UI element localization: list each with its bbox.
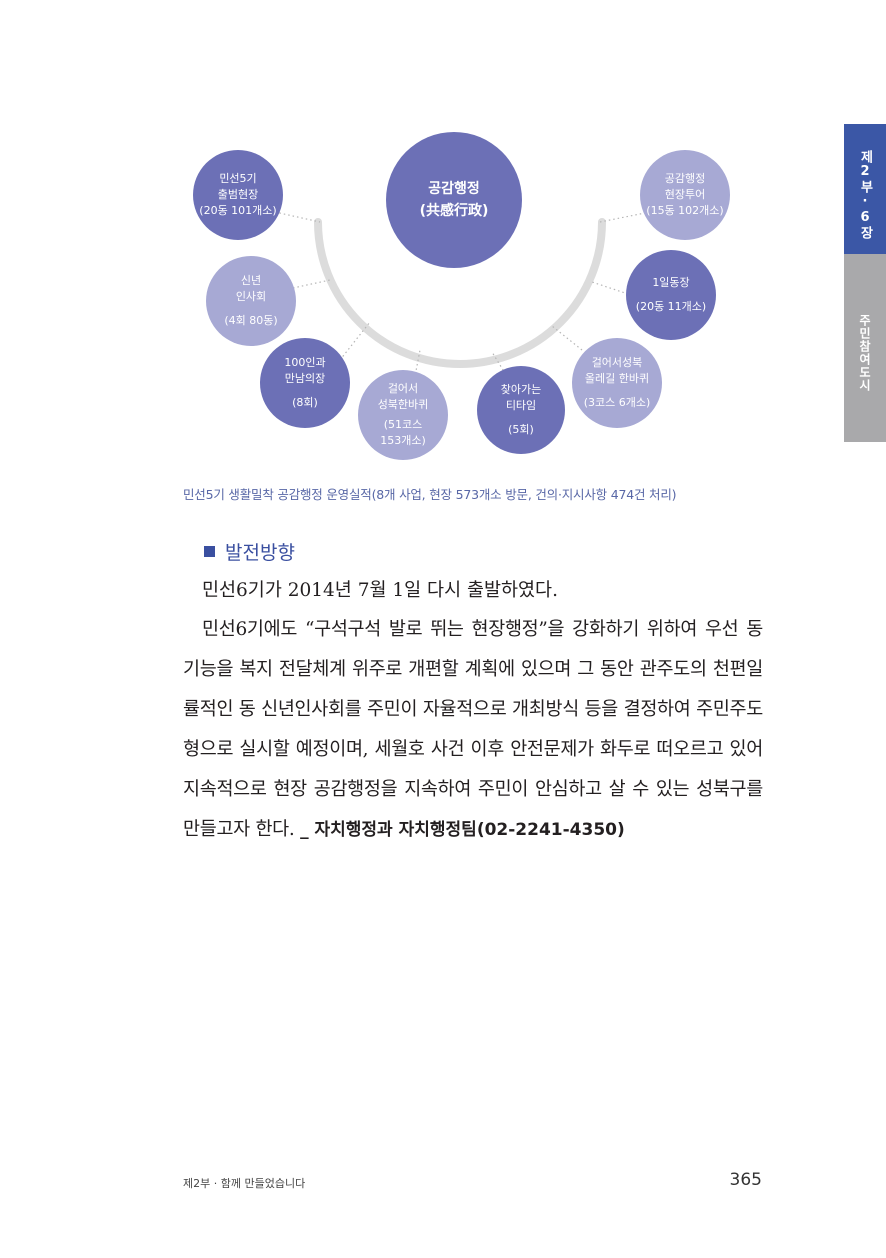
node-label: 찾아가는 xyxy=(500,383,542,396)
center-label: 공감행정 xyxy=(428,181,480,197)
paragraph-1: 민선6기가 2014년 7월 1일 다시 출발하였다. xyxy=(202,580,558,601)
node-label: 인사회 xyxy=(235,290,267,303)
node-label: (5회) xyxy=(508,423,534,436)
chapter-title-tab: 주민참여도시 xyxy=(844,254,886,442)
node-newyear: 신년 인사회 (4회 80동) xyxy=(206,256,296,346)
node-meeting100: 100인과 만남의장 (8회) xyxy=(260,338,350,428)
page-number: 365 xyxy=(729,1170,762,1190)
node-label: 올레길 한바퀴 xyxy=(584,372,650,385)
node-inauguration: 민선5기 출범현장 (20동 101개소) xyxy=(193,150,283,240)
connector-tour xyxy=(599,211,651,223)
node-label: 100인과 xyxy=(284,356,326,369)
connector-inauguration xyxy=(274,211,321,223)
node-label: (4회 80동) xyxy=(224,314,278,327)
performance-diagram: 공감행정 (共感行政) 민선5기 출범현장 (20동 101개소) 신년 인사회… xyxy=(0,0,886,470)
paragraph-2: 민선6기에도 “구석구석 발로 뛰는 현장행정”을 강화하기 위하여 우선 동 … xyxy=(183,610,763,850)
diagram-caption: 민선5기 생활밀착 공감행정 운영실적(8개 사업, 현장 573개소 방문, … xyxy=(183,487,677,502)
connector-meeting100 xyxy=(339,321,371,361)
node-oneday: 1일동장 (20동 11개소) xyxy=(626,250,716,340)
node-label: 걸어서 xyxy=(387,382,419,395)
center-circle: 공감행정 (共感行政) xyxy=(386,132,522,268)
node-label: 153개소) xyxy=(380,434,426,447)
connector-olle xyxy=(551,325,583,351)
node-label: 출범현장 xyxy=(217,188,259,201)
contact-info: _ 자치행정과 자치행정팀(02-2241-4350) xyxy=(300,820,625,840)
paragraph-2-text: 민선6기에도 “구석구석 발로 뛰는 현장행정”을 강화하기 위하여 우선 동 … xyxy=(183,619,763,840)
chapter-title-label: 주민참여도시 xyxy=(857,314,872,392)
node-label: (20동 101개소) xyxy=(199,204,277,217)
node-label: 공감행정 xyxy=(664,172,706,185)
node-label: 신년 xyxy=(240,274,262,287)
node-label: (3코스 6개소) xyxy=(583,396,651,409)
node-label: 성북한바퀴 xyxy=(377,398,429,411)
connector-oneday xyxy=(591,281,629,295)
node-label: 걸어서성북 xyxy=(591,356,643,369)
node-label: 만남의장 xyxy=(284,372,326,385)
node-olle: 걸어서성북 올레길 한바퀴 (3코스 6개소) xyxy=(572,338,662,428)
connector-newyear xyxy=(292,279,331,289)
node-teatime: 찾아가는 티타임 (5회) xyxy=(477,366,565,454)
center-sublabel: (共感行政) xyxy=(419,203,489,219)
node-label: 티타임 xyxy=(505,399,537,412)
node-label: (8회) xyxy=(292,396,318,409)
node-label: 1일동장 xyxy=(652,276,690,289)
chapter-tab: 제2부·6장 xyxy=(844,124,886,254)
section-heading-text: 발전방향 xyxy=(225,542,295,564)
node-walk: 걸어서 성북한바퀴 (51코스 153개소) xyxy=(358,370,448,460)
chapter-tab-label: 제2부·6장 xyxy=(857,150,873,240)
node-label: (15동 102개소) xyxy=(646,204,724,217)
footer-section-title: 제2부 · 함께 만들었습니다 xyxy=(183,1177,306,1190)
node-label: 민선5기 xyxy=(219,172,257,185)
arc xyxy=(314,218,606,368)
node-tour: 공감행정 현장투어 (15동 102개소) xyxy=(640,150,730,240)
node-label: 현장투어 xyxy=(664,188,706,201)
node-label: (51코스 xyxy=(383,418,423,431)
section-heading: 발전방향 xyxy=(204,538,295,565)
square-bullet-icon xyxy=(204,546,215,557)
node-label: (20동 11개소) xyxy=(635,300,707,313)
